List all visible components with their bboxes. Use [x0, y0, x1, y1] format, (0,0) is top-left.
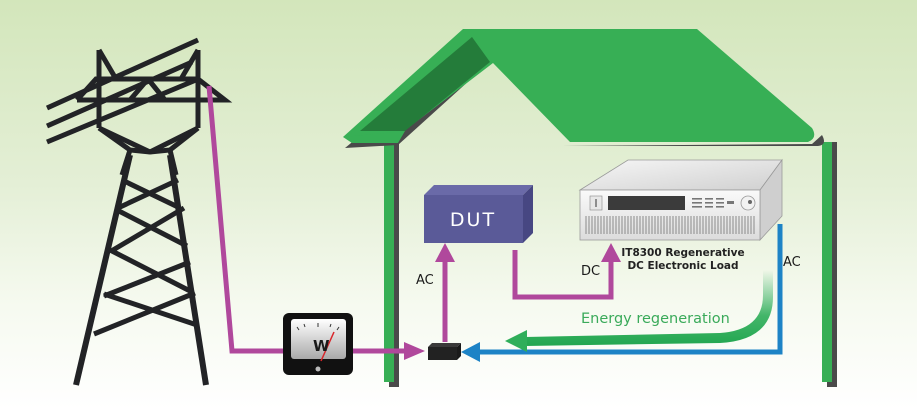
energy-regeneration-flow — [525, 270, 774, 346]
ac-grid-wire — [206, 85, 408, 354]
arrow-left-junction-icon — [461, 342, 480, 362]
arrow-up-load-icon — [601, 243, 621, 262]
load-label-line2: DC Electronic Load — [627, 260, 738, 272]
electronic-load-device — [578, 158, 783, 242]
dut-label: DUT — [450, 209, 496, 231]
house-icon — [343, 29, 837, 387]
dut-box — [424, 185, 533, 243]
energy-regeneration-label: Energy regeneration — [581, 311, 730, 327]
ac-label-left: AC — [416, 273, 434, 288]
device-knob-icon — [740, 195, 756, 211]
ac-label-right: AC — [783, 255, 801, 270]
energy-arrow-head-icon — [505, 330, 527, 352]
ac-return-wire — [478, 224, 783, 355]
arrow-into-junction-icon — [404, 342, 425, 360]
device-vents — [585, 216, 755, 234]
dc-label: DC — [581, 264, 600, 279]
device-keypad-icon — [692, 198, 734, 208]
transmission-tower-icon — [45, 37, 233, 386]
load-label-line1: IT8300 Regenerative — [621, 247, 744, 259]
dc-wire — [512, 250, 614, 300]
arrow-up-dut-icon — [435, 243, 455, 262]
junction-box-icon — [428, 343, 461, 360]
power-meter-icon — [283, 313, 353, 375]
meter-unit-label: W — [313, 337, 330, 355]
device-display — [608, 196, 685, 210]
